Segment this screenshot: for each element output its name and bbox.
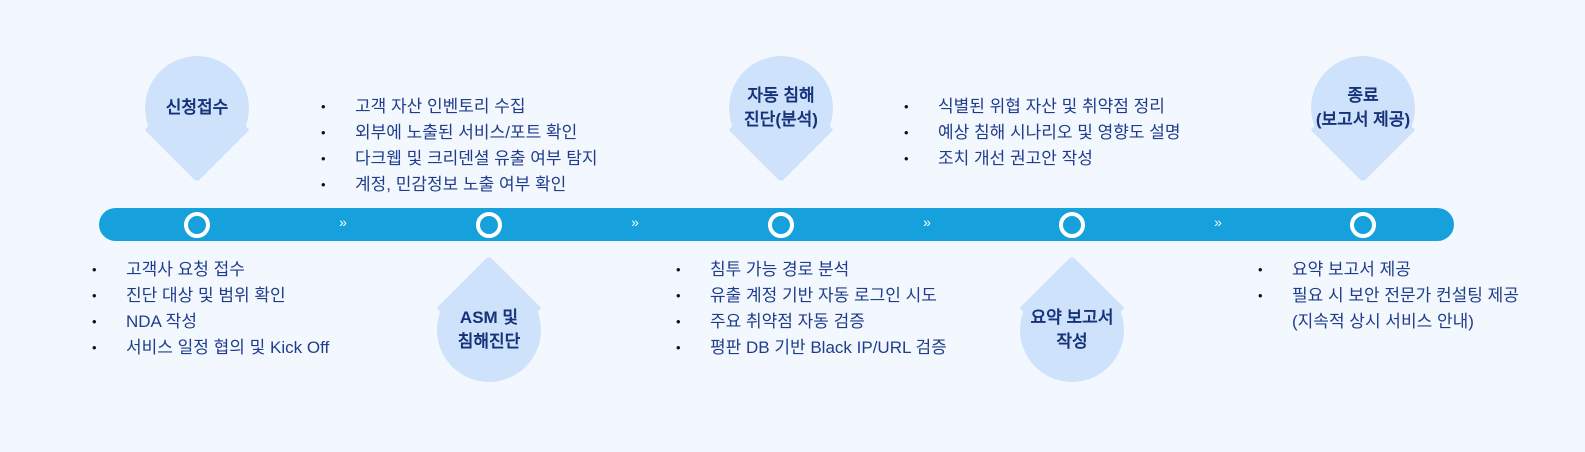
timeline-node [1059, 212, 1085, 238]
list-item-text: 침투 가능 경로 분석 [710, 260, 850, 279]
stage-title: 요약 보고서 작성 [1030, 308, 1114, 351]
list-item-text: 유출 계정 기반 자동 로그인 시도 [710, 286, 937, 305]
list-item-text: 조치 개선 권고안 작성 [938, 149, 1093, 168]
list-item: • 주요 취약점 자동 검증 [676, 309, 947, 335]
stage-task-list: • 요약 보고서 제공 • 필요 시 보안 전문가 컨설팅 제공 (지속적 상시 서비… [1258, 257, 1519, 335]
list-item: • 침투 가능 경로 분석 [676, 257, 947, 283]
bullet-icon: • [676, 288, 681, 303]
list-item: • 고객 자산 인벤토리 수집 [321, 94, 598, 120]
list-item: • 진단 대상 및 범위 확인 [92, 283, 329, 309]
stage-title: 종료 (보고서 제공) [1315, 86, 1411, 129]
list-item-text: 식별된 위협 자산 및 취약점 정리 [938, 97, 1165, 116]
list-item-text: 고객사 요청 접수 [126, 260, 245, 279]
stage-task-list: • 침투 가능 경로 분석 • 유출 계정 기반 자동 로그인 시도 • 주요 취약점 자… [676, 257, 947, 361]
stage-title: 자동 침해 진단(분석) [744, 86, 818, 129]
bullet-icon: • [904, 151, 909, 166]
list-item-text: 진단 대상 및 범위 확인 [126, 286, 286, 305]
bullet-icon: • [676, 314, 681, 329]
bullet-icon: • [1258, 262, 1263, 277]
list-item-text: 서비스 일정 협의 및 Kick Off [126, 338, 330, 357]
bullet-icon: • [321, 177, 326, 192]
list-item: • 고객사 요청 접수 [92, 257, 329, 283]
stage-task-list: • 고객사 요청 접수 • 진단 대상 및 범위 확인 • NDA 작성 • 서비스 일정 협… [92, 257, 329, 361]
list-item: • NDA 작성 [92, 309, 329, 335]
list-item: • 필요 시 보안 전문가 컨설팅 제공 (지속적 상시 서비스 안내) [1258, 283, 1519, 335]
list-item-text: 고객 자산 인벤토리 수집 [355, 97, 526, 116]
timeline-node [476, 212, 502, 238]
list-item: • 조치 개선 권고안 작성 [904, 146, 1181, 172]
list-item: • 다크웹 및 크리덴셜 유출 여부 탐지 [321, 146, 598, 172]
drop-shape [437, 278, 541, 382]
list-item-text: 평판 DB 기반 Black IP/URL 검증 [710, 338, 947, 357]
stage-title: ASM 및 침해진단 [457, 308, 521, 351]
list-item: • 요약 보고서 제공 [1258, 257, 1519, 283]
timeline-node [184, 212, 210, 238]
drop-shape [1311, 56, 1415, 160]
bullet-icon: • [1258, 288, 1263, 303]
drop-shape [1020, 278, 1124, 382]
stage-marker: 신청접수 [145, 56, 249, 160]
drop-shape [729, 56, 833, 160]
bullet-icon: • [321, 151, 326, 166]
list-item-text: 필요 시 보안 전문가 컨설팅 제공 (지속적 상시 서비스 안내) [1292, 286, 1519, 331]
list-item-text: NDA 작성 [126, 312, 197, 331]
list-item-text: 계정, 민감정보 노출 여부 확인 [355, 175, 567, 194]
bullet-icon: • [676, 262, 681, 277]
timeline-node [1350, 212, 1376, 238]
stage-task-list: • 고객 자산 인벤토리 수집 • 외부에 노출된 서비스/포트 확인 • 다크웹 및 크… [321, 94, 598, 198]
list-item: • 식별된 위협 자산 및 취약점 정리 [904, 94, 1181, 120]
bullet-icon: • [92, 340, 97, 355]
bullet-icon: • [92, 262, 97, 277]
chevron-right-icon: » [923, 214, 931, 230]
bullet-icon: • [904, 125, 909, 140]
stage-task-list: •식별된 위협 자산 및 취약점 정리•예상 침해 시나리오 및 영향도 설명•… [904, 94, 1181, 172]
list-item: • 유출 계정 기반 자동 로그인 시도 [676, 283, 947, 309]
stage-marker: 자동 침해 진단(분석) [729, 56, 833, 160]
list-item: • 평판 DB 기반 Black IP/URL 검증 [676, 335, 947, 361]
list-item-text: 예상 침해 시나리오 및 영향도 설명 [938, 123, 1181, 142]
bullet-icon: • [676, 340, 681, 355]
timeline-node [768, 212, 794, 238]
stage-title: 신청접수 [165, 98, 229, 117]
list-item-text: 다크웹 및 크리덴셜 유출 여부 탐지 [355, 149, 598, 168]
list-item-text: 주요 취약점 자동 검증 [710, 312, 865, 331]
drop-shape [145, 56, 249, 160]
stage-marker: 요약 보고서 작성 [1020, 278, 1124, 382]
list-item: • 예상 침해 시나리오 및 영향도 설명 [904, 120, 1181, 146]
chevron-right-icon: » [631, 214, 639, 230]
list-item-text: 외부에 노출된 서비스/포트 확인 [355, 123, 578, 142]
chevron-right-icon: » [339, 214, 347, 230]
stage-marker: ASM 및 침해진단 [437, 278, 541, 382]
list-item: • 외부에 노출된 서비스/포트 확인 [321, 120, 598, 146]
bullet-icon: • [321, 99, 326, 114]
bullet-icon: • [92, 288, 97, 303]
stage-marker: 종료 (보고서 제공) [1311, 56, 1415, 160]
bullet-icon: • [92, 314, 97, 329]
bullet-icon: • [321, 125, 326, 140]
list-item: • 서비스 일정 협의 및 Kick Off [92, 335, 329, 361]
list-item-text: 요약 보고서 제공 [1292, 260, 1411, 279]
bullet-icon: • [904, 99, 909, 114]
chevron-right-icon: » [1214, 214, 1222, 230]
list-item: • 계정, 민감정보 노출 여부 확인 [321, 172, 598, 198]
